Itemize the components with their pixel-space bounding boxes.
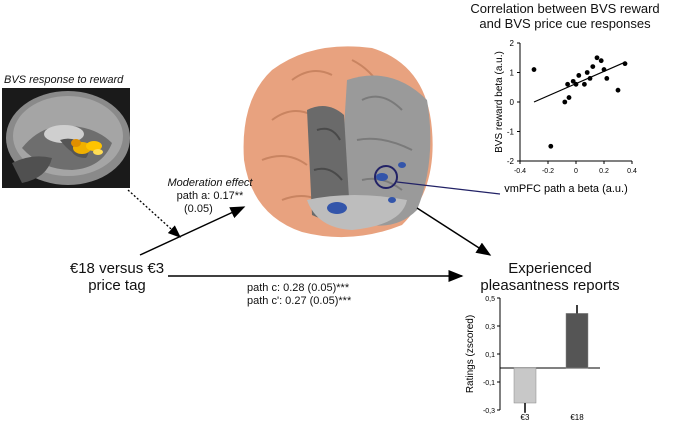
scatter-point	[565, 81, 570, 87]
scatter-title-line-2: and BVS price cue responses	[479, 16, 651, 31]
arrow-brain-to-experience	[416, 207, 492, 256]
price-tag-line-1: €18 versus €3	[69, 260, 165, 277]
brain-render-image	[243, 46, 433, 238]
scatter-y-tick-label: 1	[510, 69, 515, 78]
scatter-point	[531, 67, 537, 72]
experienced-label: Experienced pleasantness reports	[475, 260, 625, 294]
bar-y-tick-label: 0,3	[485, 324, 495, 331]
scatter-fit-line	[533, 61, 626, 103]
path-c-label: path c: 0.28 (0.05)***	[247, 282, 350, 294]
bar-chart: -0,3 -0,1 0,1 0,3 0,5 €3 €18 Ratings (zscored)	[465, 296, 600, 422]
scatter-point	[598, 58, 604, 64]
scatter-x-tick-label: 0.2	[599, 168, 609, 175]
scatter-point	[590, 64, 596, 69]
price-tag-label: €18 versus €3 price tag	[62, 260, 172, 294]
arrow-price-to-brain	[139, 206, 246, 256]
bar-y-label: Ratings (zscored)	[465, 315, 476, 393]
scatter-point	[587, 76, 593, 81]
bar-y-tick-label: 0,5	[485, 296, 495, 303]
path-c-prime-label: path c': 0.27 (0.05)***	[247, 295, 352, 307]
scatter-point	[566, 95, 572, 100]
bar-category-label: €18	[570, 413, 584, 422]
bar-y-tick-label: -0,1	[483, 380, 495, 387]
scatter-point	[576, 73, 582, 78]
scatter-point	[582, 81, 587, 87]
scatter-point	[604, 76, 610, 81]
scatter-point	[615, 87, 621, 93]
moderation-title: Moderation effect	[167, 177, 253, 189]
scatter-point	[601, 67, 607, 72]
bvs-panel-title: BVS response to reward	[4, 74, 124, 86]
scatter-x-tick-label: -0.4	[514, 168, 526, 175]
experienced-line-1: Experienced	[508, 260, 592, 277]
scatter-x-tick-label: 0	[574, 168, 578, 175]
scatter-y-tick-label: 0	[510, 98, 515, 107]
bvs-brain-slice-image	[2, 88, 130, 188]
price-tag-line-2: price tag	[88, 277, 146, 294]
path-a-se-label: (0.05)	[184, 203, 213, 215]
arrow-bvs-to-moderation	[127, 189, 181, 238]
scatter-y-tick-label: 2	[510, 39, 515, 48]
bar	[513, 367, 537, 404]
scatter-title: Correlation between BVS reward and BVS p…	[455, 1, 675, 31]
experienced-line-2: pleasantness reports	[480, 277, 620, 294]
scatter-point	[573, 81, 579, 87]
scatter-x-label: vmPFC path a beta (a.u.)	[504, 183, 628, 195]
scatter-y-label: BVS reward beta (a.u.)	[494, 51, 505, 153]
scatter-title-line-1: Correlation between BVS reward	[470, 1, 660, 16]
scatter-point	[548, 143, 554, 149]
bar	[565, 313, 589, 369]
path-a-label: path a: 0.17**	[176, 190, 244, 202]
bar-y-tick-label: 0,1	[485, 352, 495, 359]
scatter-chart: -2 -1 0 1 2 -0.4 -0.2 0 0.2 0.4 BVS reward beta (a…	[494, 39, 637, 195]
moderation-label: Moderation effect path a: 0.17** (0.05)	[160, 177, 260, 216]
scatter-point	[584, 70, 590, 75]
bar-category-label: €3	[521, 413, 530, 422]
scatter-point	[622, 61, 628, 67]
scatter-y-tick-label: -2	[507, 157, 515, 166]
scatter-y-tick-label: -1	[507, 128, 515, 137]
scatter-x-tick-label: 0.4	[627, 168, 637, 175]
scatter-point	[562, 99, 568, 105]
scatter-x-tick-label: -0.2	[542, 168, 554, 175]
scatter-point	[594, 55, 600, 61]
bar-y-tick-label: -0,3	[483, 408, 495, 415]
path-c-labels: path c: 0.28 (0.05)*** path c': 0.27 (0.…	[247, 282, 351, 308]
